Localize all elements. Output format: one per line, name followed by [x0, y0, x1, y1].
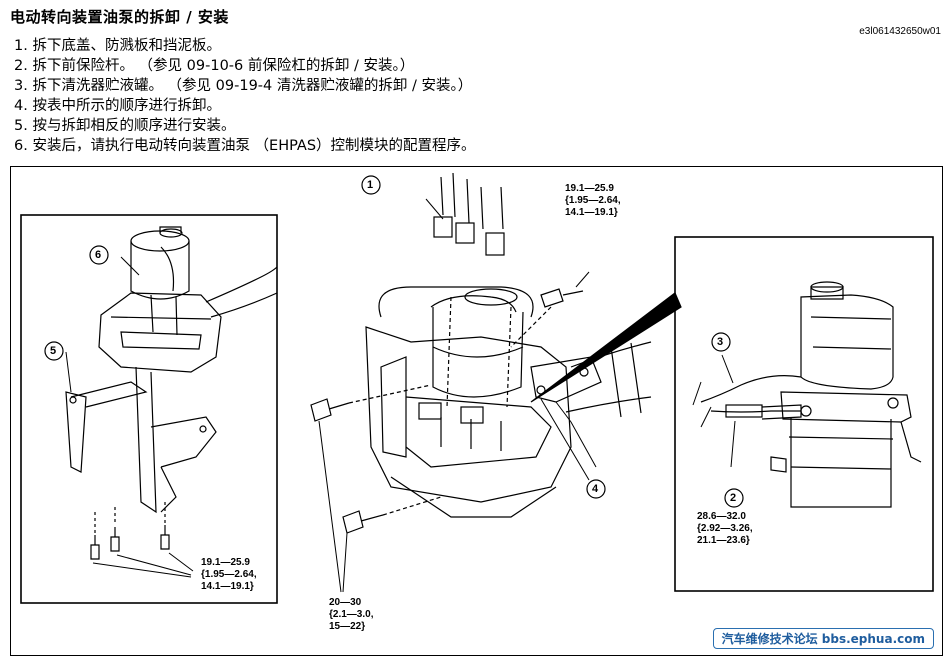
callout-2: 2 — [730, 492, 737, 504]
callout-circle-3 — [711, 332, 731, 352]
left-inset-frame — [20, 214, 278, 604]
callout-circle-6 — [89, 245, 109, 265]
step-4: 4. 按表中所示的顺序进行拆卸。 — [14, 98, 221, 114]
callout-1: 1 — [367, 179, 374, 191]
callout-6: 6 — [95, 249, 102, 261]
line-drawing — [20, 172, 934, 604]
step-2: 2. 拆下前保险杆。 （参见 09-10-6 前保险杠的拆卸 / 安装。） — [14, 58, 415, 74]
procedure-steps: 1. 拆下底盖、防溅板和挡泥板。 2. 拆下前保险杆。 （参见 09-10-6 … — [14, 36, 476, 156]
callout-circle-4 — [586, 479, 606, 499]
callout-4: 4 — [592, 483, 599, 495]
callout-3: 3 — [717, 336, 724, 348]
step-3: 3. 拆下清洗器贮液罐。 （参见 09-19-4 清洗器贮液罐的拆卸 / 安装。… — [14, 78, 473, 94]
page-title: 电动转向装置油泵的拆卸 / 安装 — [10, 8, 229, 26]
callout-circle-5 — [44, 341, 64, 361]
torque-spec-bottom-left: 19.1—25.9 {1.95—2.64, 14.1—19.1} — [201, 557, 257, 592]
torque-spec-right-inset: 28.6—32.0 {2.92—3.26, 21.1—23.6} — [697, 511, 753, 546]
torque-spec-top-center: 19.1—25.9 {1.95—2.64, 14.1—19.1} — [565, 183, 621, 218]
exploded-view-figure: 1 2 3 4 5 6 19.1—25.9 {1.95—2.64, 14.1—1… — [10, 166, 943, 656]
right-inset-frame — [674, 236, 934, 592]
document-id: e3l061432650w01 — [859, 26, 941, 37]
step-1: 1. 拆下底盖、防溅板和挡泥板。 — [14, 38, 221, 54]
step-6: 6. 安装后，请执行电动转向装置油泵 （EHPAS）控制模块的配置程序。 — [14, 138, 476, 154]
callout-circle-1 — [361, 175, 381, 195]
torque-spec-bottom-center: 20—30 {2.1—3.0, 15—22} — [329, 597, 374, 632]
watermark: 汽车维修技术论坛 bbs.ephua.com — [712, 628, 934, 649]
callout-circle-2 — [724, 488, 744, 508]
step-5: 5. 按与拆卸相反的顺序进行安装。 — [14, 118, 236, 134]
callout-5: 5 — [50, 345, 57, 357]
